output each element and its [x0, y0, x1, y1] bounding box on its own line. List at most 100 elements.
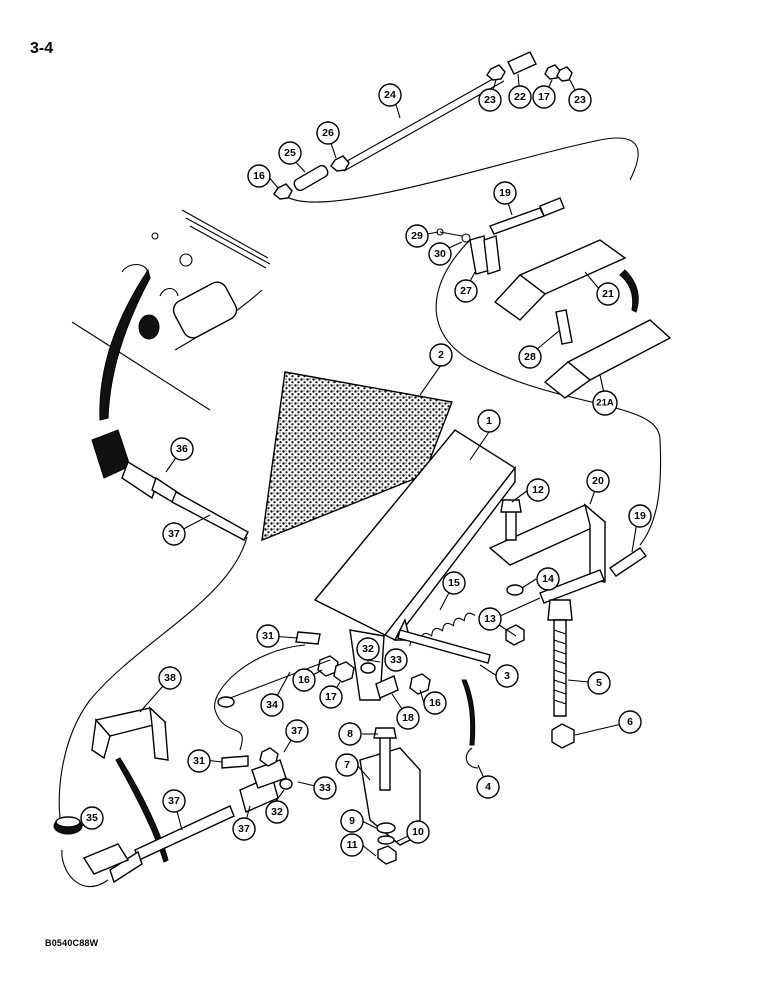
svg-text:33: 33	[390, 654, 402, 666]
callout-17-lower: 17	[319, 685, 343, 709]
callout-32-upper: 32	[356, 637, 380, 661]
callout-21: 21	[596, 282, 620, 306]
callout-23-right: 23	[568, 88, 592, 112]
svg-text:3: 3	[504, 670, 510, 682]
svg-text:37: 37	[291, 725, 303, 737]
svg-text:20: 20	[592, 475, 604, 487]
spring-and-shaft	[397, 612, 491, 664]
snap-ring	[465, 747, 479, 769]
callout-11: 11	[340, 833, 364, 857]
svg-text:8: 8	[347, 728, 353, 740]
callout-2: 2	[429, 343, 453, 367]
svg-text:10: 10	[412, 826, 424, 838]
callout-37-lower-left: 37	[162, 789, 186, 813]
callout-3: 3	[495, 664, 519, 688]
upper-linkage	[273, 51, 573, 200]
callout-26: 26	[316, 121, 340, 145]
svg-text:31: 31	[262, 630, 274, 642]
callout-8: 8	[338, 722, 362, 746]
svg-text:5: 5	[596, 677, 602, 689]
svg-text:23: 23	[574, 94, 586, 106]
callout-33-upper: 33	[384, 648, 408, 672]
callout-12: 12	[526, 478, 550, 502]
svg-text:36: 36	[176, 443, 188, 455]
cables	[58, 137, 662, 888]
callout-31-lower: 31	[187, 749, 211, 773]
svg-text:19: 19	[634, 510, 646, 522]
svg-text:11: 11	[346, 839, 357, 851]
svg-text:30: 30	[434, 248, 446, 260]
callout-13: 13	[478, 607, 502, 631]
cable-end-upper	[436, 197, 565, 275]
callout-27: 27	[454, 279, 478, 303]
throttle-cable-knob	[91, 429, 249, 541]
callout-30: 30	[428, 242, 452, 266]
svg-text:32: 32	[362, 643, 374, 655]
callout-25: 25	[278, 141, 302, 165]
callout-16-upper: 16	[247, 164, 271, 188]
svg-text:17: 17	[325, 691, 337, 703]
callout-1: 1	[477, 409, 501, 433]
mounting-brackets	[493, 239, 672, 399]
svg-text:37: 37	[168, 528, 180, 540]
callout-19-lower: 19	[628, 504, 652, 528]
svg-text:12: 12	[532, 484, 544, 496]
svg-text:37: 37	[168, 795, 180, 807]
page-number: 3-4	[30, 40, 54, 57]
bolt-5-nut-6	[547, 599, 575, 749]
figure-code: B0540C88W	[45, 938, 99, 948]
callout-37-mid: 37	[285, 719, 309, 743]
svg-text:18: 18	[402, 712, 414, 724]
svg-text:14: 14	[542, 573, 554, 585]
callout-6: 6	[618, 710, 642, 734]
svg-text:22: 22	[514, 91, 526, 103]
svg-text:4: 4	[485, 781, 491, 793]
svg-text:6: 6	[627, 716, 633, 728]
svg-text:32: 32	[271, 806, 283, 818]
callout-36: 36	[170, 437, 194, 461]
svg-text:25: 25	[284, 147, 296, 159]
callout-32-lower: 32	[265, 800, 289, 824]
svg-text:21A: 21A	[596, 398, 614, 409]
svg-text:21: 21	[602, 288, 614, 300]
callout-38: 38	[158, 666, 182, 690]
svg-text:15: 15	[448, 577, 460, 589]
callout-18: 18	[396, 706, 420, 730]
svg-text:38: 38	[164, 672, 176, 684]
svg-text:33: 33	[319, 782, 331, 794]
callout-37-upper: 37	[162, 522, 186, 546]
svg-text:16: 16	[298, 674, 310, 686]
callout-17-upper: 17	[532, 85, 556, 109]
callout-33-lower: 33	[313, 776, 337, 800]
callout-5: 5	[587, 671, 611, 695]
lower-cable-end	[82, 747, 293, 884]
bracket-38	[91, 706, 169, 863]
callout-16-left: 16	[292, 668, 316, 692]
svg-text:31: 31	[193, 755, 205, 767]
svg-text:35: 35	[86, 812, 98, 824]
callout-29: 29	[405, 224, 429, 248]
callout-14: 14	[536, 567, 560, 591]
callout-4: 4	[476, 775, 500, 799]
callout-20: 20	[586, 469, 610, 493]
callout-15: 15	[442, 571, 466, 595]
callout-23-left: 23	[478, 88, 502, 112]
callout-24: 24	[378, 83, 402, 107]
svg-text:2: 2	[438, 349, 444, 361]
svg-text:24: 24	[384, 89, 396, 101]
callout-22: 22	[508, 85, 532, 109]
svg-text:29: 29	[411, 230, 423, 242]
callout-21a: 21A	[592, 390, 618, 416]
svg-text:19: 19	[499, 187, 511, 199]
svg-text:34: 34	[266, 699, 278, 711]
svg-text:17: 17	[538, 91, 550, 103]
callout-10: 10	[406, 820, 430, 844]
pedal-linkage	[217, 631, 431, 708]
callout-31-upper: 31	[256, 624, 280, 648]
callout-34: 34	[260, 693, 284, 717]
svg-text:26: 26	[322, 127, 334, 139]
callout-37-lower-right: 37	[232, 817, 256, 841]
grommet-35	[53, 816, 83, 835]
svg-text:1: 1	[486, 415, 492, 427]
